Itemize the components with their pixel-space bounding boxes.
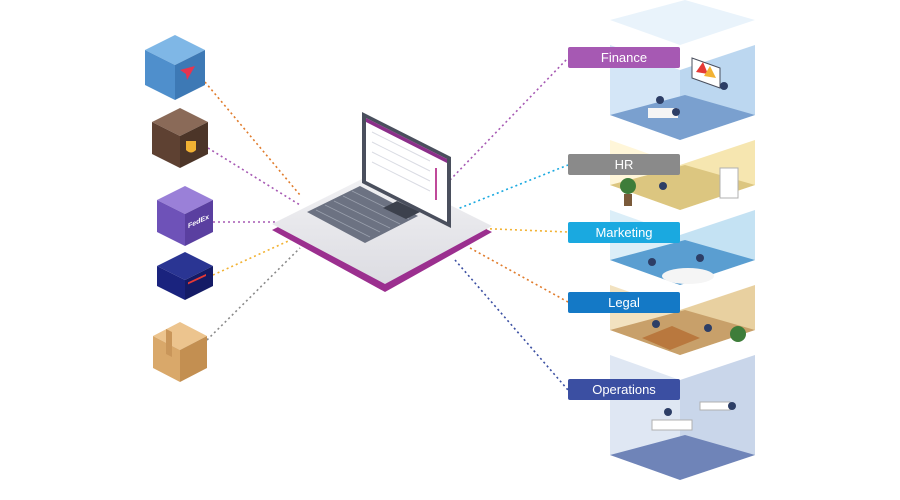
connector-box1 (204, 81, 301, 196)
department-label-hr: HR (568, 154, 680, 175)
connector-finance (449, 57, 569, 181)
department-label-legal: Legal (568, 292, 680, 313)
connector-operations (454, 259, 569, 391)
department-label-marketing: Marketing (568, 222, 680, 243)
floor-hr (610, 140, 755, 210)
connector-legal (469, 247, 569, 303)
carrier-connectors (204, 81, 301, 341)
laptop (272, 112, 492, 292)
connector-box5 (206, 247, 301, 341)
department-label-finance: Finance (568, 47, 680, 68)
carrier-box-ups (152, 108, 208, 168)
plant-icon (620, 178, 636, 194)
screen-sidebar (366, 118, 447, 163)
ups-shield-icon (186, 141, 196, 153)
touchpad (383, 201, 420, 219)
carrier-box-fedex: FedEx (157, 186, 213, 246)
connector-hr (454, 164, 569, 211)
office-building (610, 0, 755, 480)
department-label-operations: Operations (568, 379, 680, 400)
carrier-box-cardboard (153, 322, 207, 382)
laptop-screen (366, 118, 447, 222)
connector-box2 (207, 147, 301, 206)
plant-icon (730, 326, 746, 342)
arrow-logo-icon (180, 66, 195, 80)
carrier-box-1 (145, 35, 205, 100)
legal-desk (642, 326, 700, 350)
floor-finance (610, 45, 755, 140)
connector-box4 (212, 237, 296, 276)
carrier-box-navy (157, 252, 213, 300)
carrier-logo-icon (188, 273, 206, 285)
floor-operations (610, 355, 755, 480)
